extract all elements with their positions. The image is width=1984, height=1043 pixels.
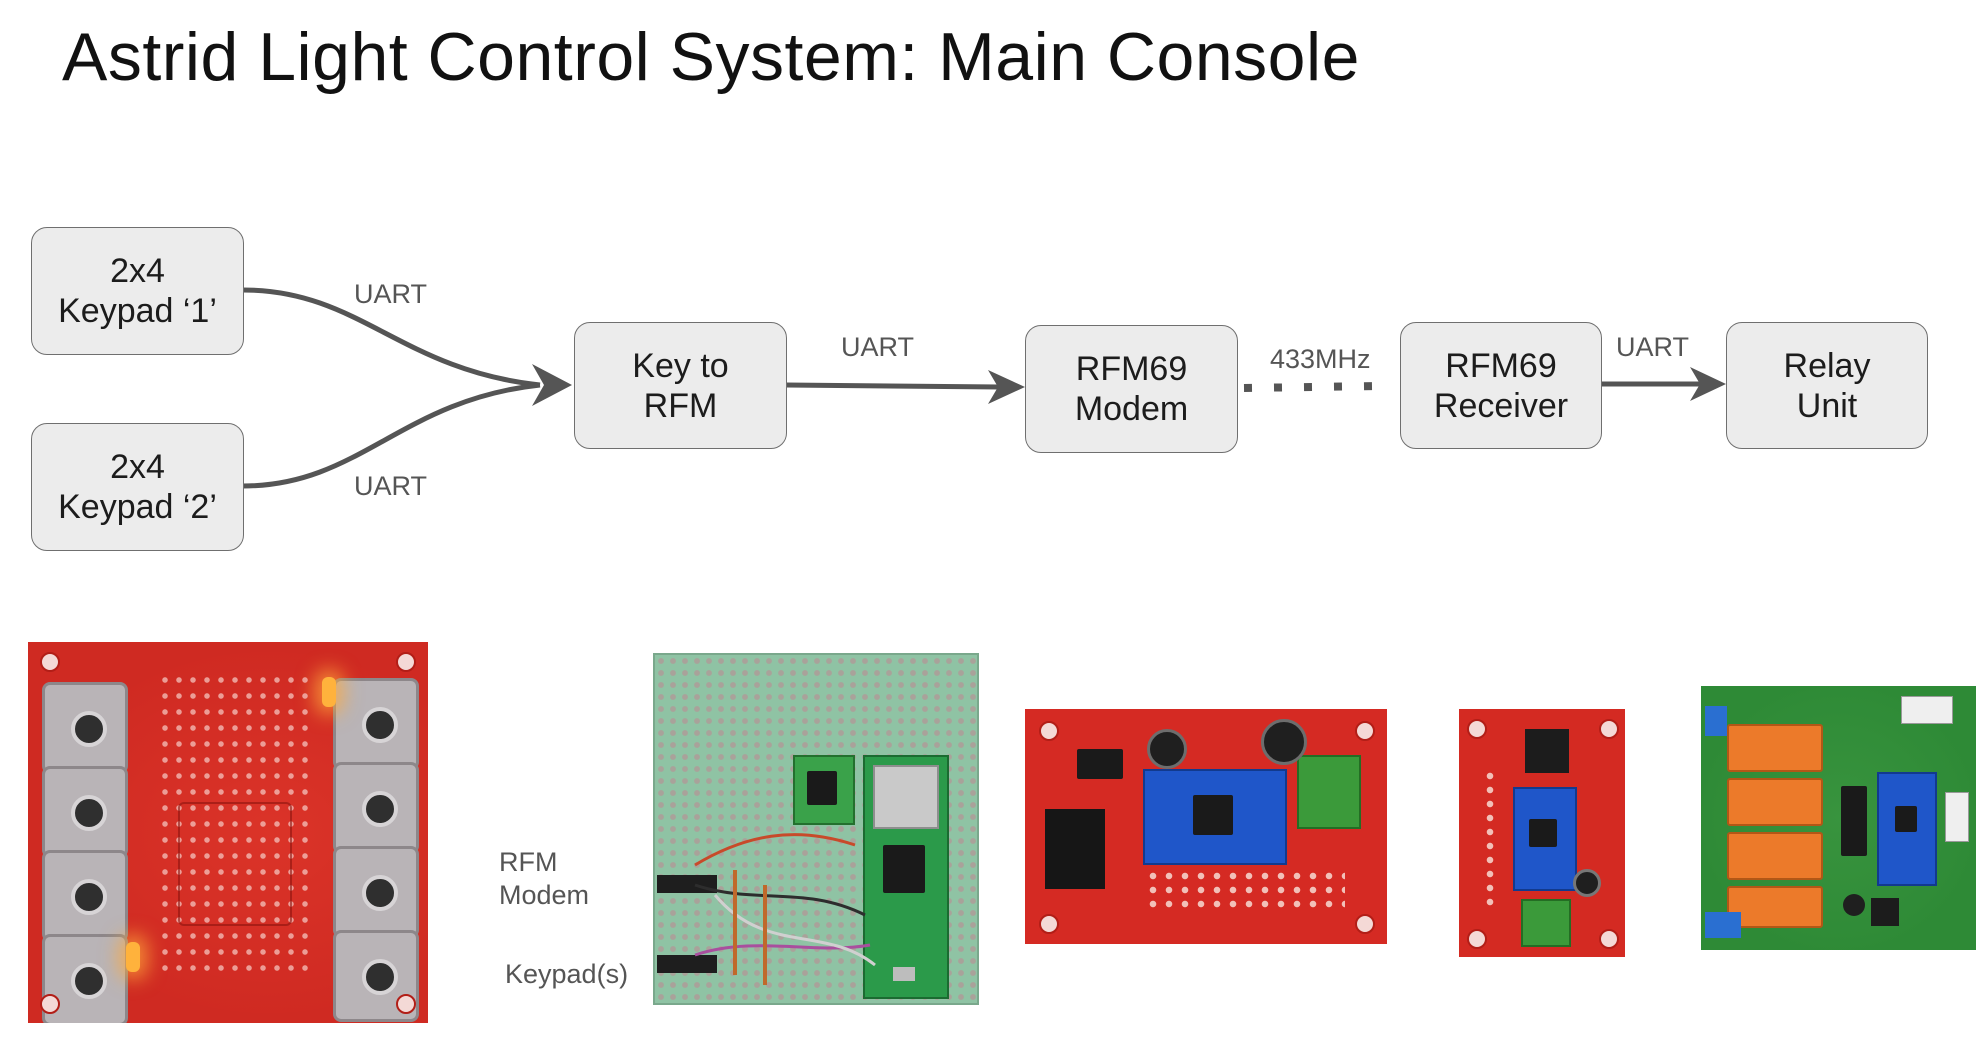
node-key-to-rfm: Key to RFM <box>574 322 787 449</box>
node-rfm69-modem: RFM69 Modem <box>1025 325 1238 453</box>
node-rfm69-modem-line1: RFM69 <box>1075 350 1188 388</box>
relay-unit-board-photo <box>1701 686 1976 950</box>
photo-label-rfm-modem-line1: RFM <box>499 847 558 877</box>
node-key-to-rfm-line1: Key to <box>632 346 729 385</box>
edge-keypad2-to-key <box>242 382 541 489</box>
node-rfm69-receiver: RFM69 Receiver <box>1400 322 1602 449</box>
keypad-pcb-photo <box>28 642 428 1023</box>
node-relay-unit-line2: Unit <box>1796 386 1858 425</box>
edge-label-keypad2: UART <box>354 471 428 501</box>
node-rfm69-receiver-line1: RFM69 <box>1445 346 1557 385</box>
node-key-to-rfm-line2: RFM <box>643 386 718 425</box>
node-rfm69-modem-line2: Modem <box>1074 390 1189 428</box>
edge-key-to-modem <box>785 382 1001 390</box>
page-title: Astrid Light Control System: Main Consol… <box>62 19 1360 95</box>
rfm69-modem-board-photo <box>1025 709 1387 944</box>
photo-label-keypads: Keypad(s) <box>505 959 629 989</box>
node-relay-unit-line1: Relay <box>1783 346 1871 385</box>
photo-label-rfm-modem: RFM Modem <box>499 846 589 912</box>
arrowhead-key <box>532 364 572 406</box>
node-keypad-1-line2: Keypad ‘1’ <box>58 292 217 330</box>
node-keypad-2: 2x4 Keypad ‘2’ <box>31 423 244 551</box>
photo-label-rfm-modem-line2: Modem <box>499 880 590 910</box>
node-keypad-1: 2x4 Keypad ‘1’ <box>31 227 244 355</box>
node-keypad-1-line1: 2x4 <box>110 252 165 290</box>
edge-modem-to-receiver-dotted <box>1243 382 1381 392</box>
node-rfm69-receiver-line2: Receiver <box>1433 386 1569 425</box>
edge-keypad1-to-key <box>242 287 541 388</box>
edge-label-keypad1: UART <box>354 279 428 309</box>
key-to-rfm-board-photo <box>653 653 979 1005</box>
edge-label-key-to-modem: UART <box>841 332 915 362</box>
node-keypad-2-line2: Keypad ‘2’ <box>58 488 217 526</box>
node-relay-unit: Relay Unit <box>1726 322 1928 449</box>
node-keypad-2-line1: 2x4 <box>110 448 165 486</box>
arrowhead-modem <box>988 370 1025 404</box>
edge-label-receiver-to-relay: UART <box>1616 332 1690 362</box>
arrowhead-relay <box>1690 367 1726 401</box>
edge-label-433mhz: 433MHz <box>1270 344 1371 374</box>
rfm69-receiver-board-photo <box>1459 709 1625 957</box>
